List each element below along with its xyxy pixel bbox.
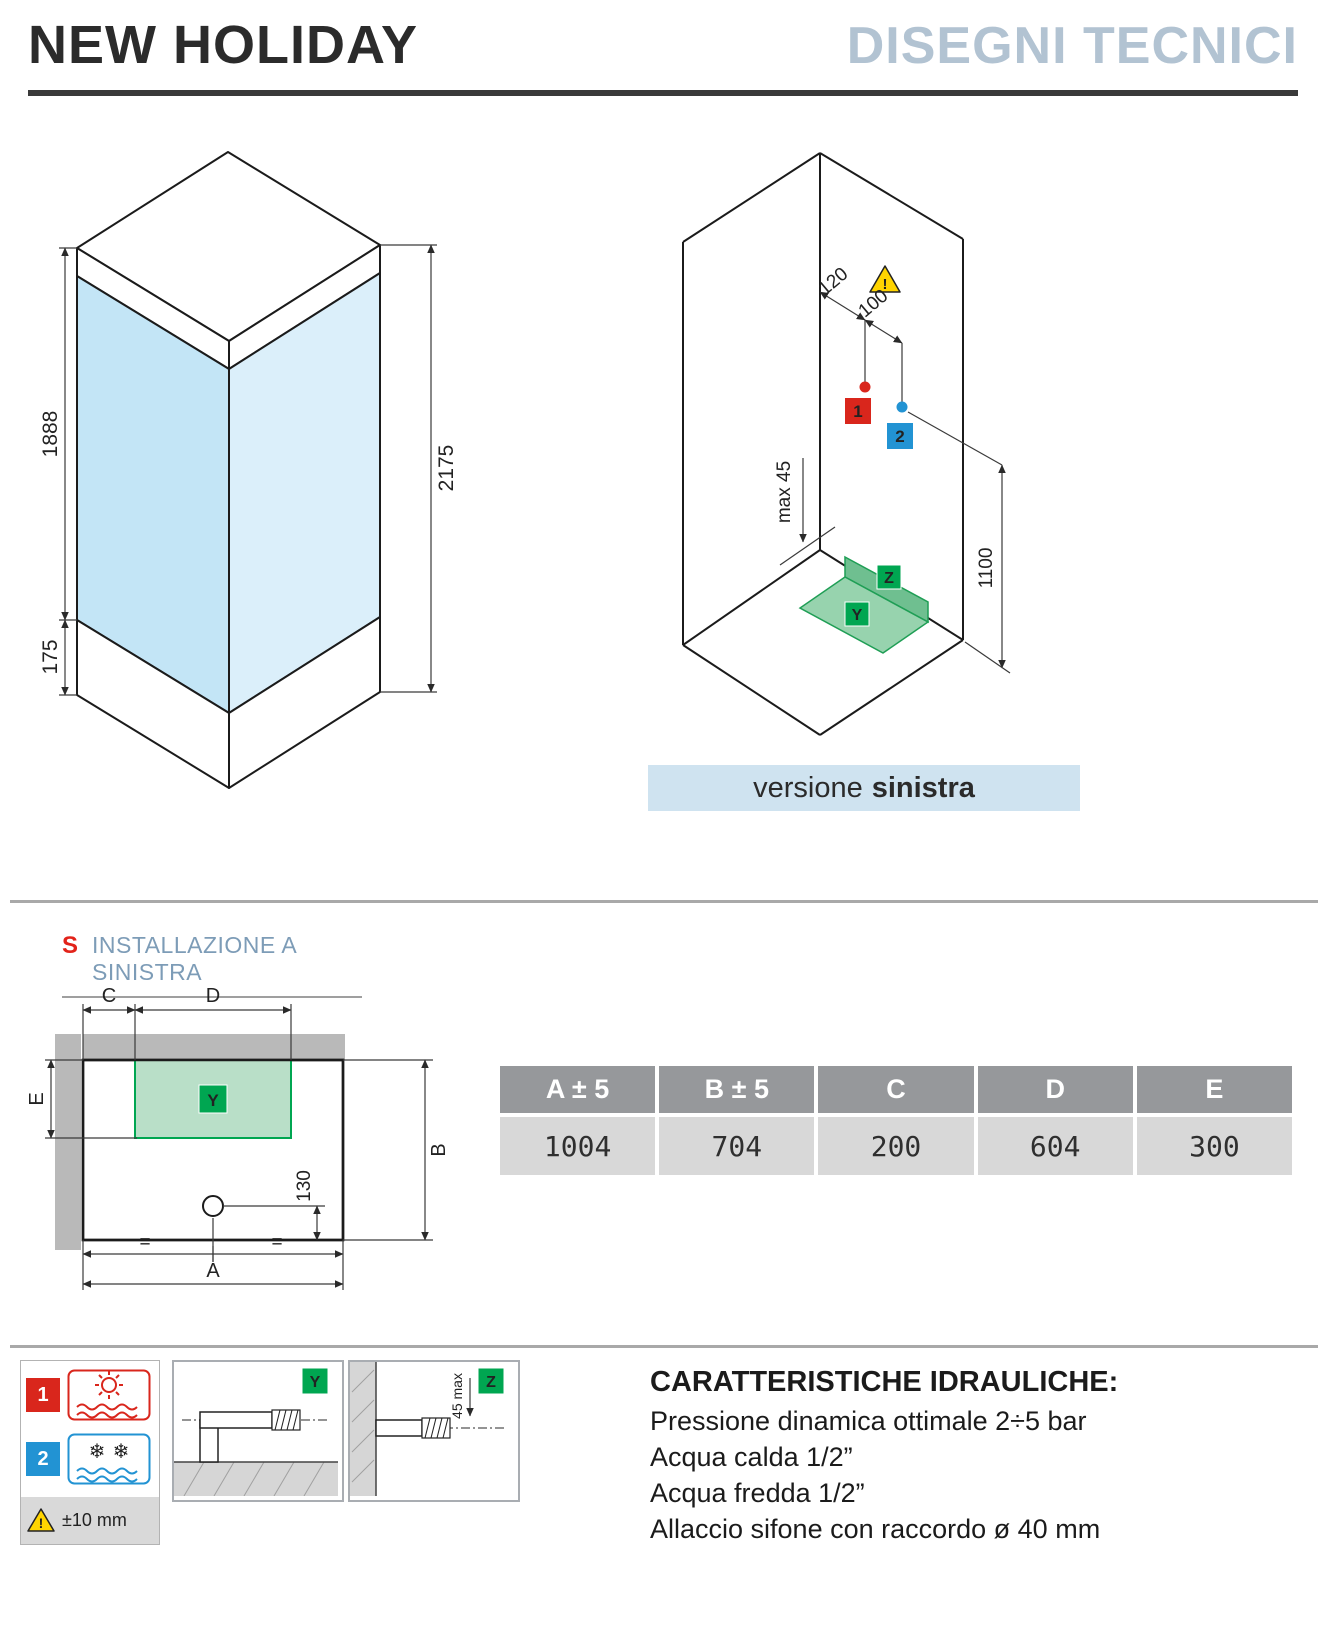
hydraulic-characteristics: CARATTERISTICHE IDRAULICHE: Pressione di… — [650, 1366, 1310, 1548]
tolerance-warning-icon: ! — [27, 1508, 55, 1532]
version-banner: versione sinistra — [648, 765, 1080, 811]
cold-water-icon: ❄ ❄ — [67, 1433, 151, 1485]
wall-pipe — [375, 1419, 423, 1437]
equal-mark-right: = — [271, 1232, 282, 1253]
version-banner-text: versione — [753, 771, 863, 804]
room-wireframe — [682, 152, 964, 736]
cold-water-number: 2 — [26, 1442, 60, 1476]
dim-175: 175 — [39, 639, 62, 674]
section-title: INSTALLAZIONE A SINISTRA — [92, 932, 296, 985]
table-value-a: 1004 — [500, 1117, 656, 1175]
hot-water-badge-label: 1 — [853, 402, 862, 421]
dim-1100: 1100 — [976, 548, 997, 589]
cold-water-point — [896, 401, 908, 413]
detail-z-badge — [477, 1367, 505, 1395]
cabin-isometric-drawing: 1888 175 2175 — [39, 151, 455, 789]
zone-y-label: Y — [852, 607, 863, 624]
section-divider-top — [10, 900, 1318, 903]
equal-mark-left: = — [139, 1232, 150, 1253]
cold-water-badge-label: 2 — [895, 427, 904, 446]
tolerance-value: ±10 mm — [62, 1510, 127, 1530]
dim-b: B — [428, 1143, 450, 1156]
dimension-table: A ± 5 B ± 5 C D E 1004 704 200 604 300 — [500, 1066, 1293, 1175]
cold-water-row: 2 ❄ ❄ — [21, 1425, 159, 1489]
wall-top — [83, 1034, 345, 1060]
water-legend: 1 2 ❄ ❄ — [20, 1360, 160, 1545]
dim-e: E — [26, 1092, 48, 1105]
warning-mark: ! — [883, 276, 888, 293]
hydraulics-line: Pressione dinamica ottimale 2÷5 bar — [650, 1406, 1087, 1436]
detail-box-y: Y — [172, 1360, 344, 1502]
dim-a: A — [206, 1260, 220, 1282]
dim-max-45: max 45 — [774, 461, 795, 523]
installation-isometric-drawing: ! 1 2 Z Y 120 100 max 45 1100 — [682, 152, 1011, 736]
hot-water-number: 1 — [26, 1378, 60, 1412]
dim-1888: 1888 — [39, 411, 62, 458]
table-value-e: 300 — [1136, 1117, 1293, 1175]
warning-triangle-icon — [869, 265, 901, 293]
table-header-e: E — [1136, 1066, 1293, 1113]
detail-drawing-z: 45 max Z — [350, 1362, 506, 1496]
section-divider-bottom — [10, 1345, 1318, 1348]
table-value-b: 704 — [659, 1117, 815, 1175]
hydraulics-line: Acqua calda 1/2” — [650, 1441, 853, 1472]
hydraulics-line: Allaccio sifone con raccordo ø 40 mm — [650, 1513, 1101, 1544]
plan-dimension-lines — [45, 1004, 433, 1290]
table-header-row: A ± 5 B ± 5 C D E — [500, 1066, 1293, 1113]
floor-section — [174, 1462, 338, 1496]
snowflake-icon-2: ❄ — [113, 1441, 130, 1463]
detail-y-label: Y — [310, 1374, 321, 1391]
page-title: NEW HOLIDAY — [28, 15, 419, 75]
plan-zone-y-badge — [198, 1084, 228, 1114]
table-value-c: 200 — [818, 1117, 974, 1175]
dim-c: C — [102, 985, 116, 1007]
installation-section-header: S INSTALLAZIONE A SINISTRA — [62, 932, 362, 998]
detail-y-badge — [301, 1367, 329, 1395]
zone-z-label: Z — [884, 570, 894, 587]
hydraulics-line: Acqua fredda 1/2” — [650, 1477, 865, 1508]
drain-hole — [202, 1195, 224, 1217]
table-header-a: A ± 5 — [500, 1066, 656, 1113]
table-value-row: 1004 704 200 604 300 — [500, 1117, 1293, 1175]
dim-2175: 2175 — [435, 445, 455, 492]
zone-z-badge — [876, 564, 902, 590]
hot-water-icon — [67, 1369, 151, 1421]
wall-section — [350, 1362, 376, 1496]
dim-45-max: 45 max — [449, 1373, 465, 1419]
detail-drawing-y: Y — [174, 1367, 338, 1497]
dim-d: D — [206, 985, 220, 1007]
page-subtitle: DISEGNI TECNICI — [846, 17, 1298, 75]
detail-box-z: 45 max Z — [348, 1360, 520, 1502]
detail-z-label: Z — [486, 1374, 496, 1391]
zone-y-badge — [844, 601, 870, 627]
section-letter: S — [62, 932, 79, 959]
plan-zone-y-label: Y — [207, 1091, 219, 1110]
plan-view-drawing: Y C D E B 130 = = — [26, 985, 450, 1290]
snowflake-icon: ❄ — [89, 1441, 106, 1463]
tolerance-warning-mark: ! — [39, 1515, 44, 1531]
page-header: NEW HOLIDAY DISEGNI TECNICI — [28, 14, 1298, 76]
installation-dimension-lines — [779, 291, 1011, 674]
table-header-d: D — [977, 1066, 1133, 1113]
cabin-dimension-lines — [59, 244, 437, 696]
hot-water-point — [859, 381, 871, 393]
hot-water-badge — [845, 398, 871, 424]
table-header-c: C — [818, 1066, 974, 1113]
tolerance-note: ! ±10 mm — [21, 1497, 159, 1544]
table-value-d: 604 — [977, 1117, 1133, 1175]
cold-water-badge — [887, 423, 913, 449]
version-banner-bold: sinistra — [871, 771, 975, 804]
drain-pipe-horizontal — [199, 1411, 273, 1429]
wall-left — [55, 1034, 81, 1250]
hot-water-row: 1 — [21, 1361, 159, 1425]
header-rule — [28, 90, 1298, 96]
hydraulics-title: CARATTERISTICHE IDRAULICHE: — [650, 1366, 1119, 1398]
dim-130: 130 — [294, 1170, 315, 1202]
table-header-b: B ± 5 — [659, 1066, 815, 1113]
